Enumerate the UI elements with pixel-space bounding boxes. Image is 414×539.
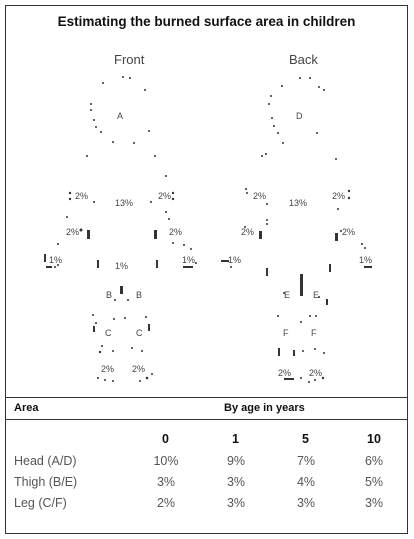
label-front-leg-left: C: [105, 328, 112, 338]
back-body-outline: [221, 77, 372, 383]
front-view-label: Front: [114, 52, 145, 67]
label-front-genital: 1%: [115, 261, 128, 271]
cell-head-1: 9%: [226, 454, 246, 468]
age-col-5: 5: [302, 432, 309, 446]
label-front-thigh-right: B: [136, 290, 142, 300]
cell-leg-10: 3%: [364, 496, 384, 510]
label-front-upper-arm-right: 2%: [158, 191, 171, 201]
cell-leg-0: 2%: [156, 496, 176, 510]
age-col-10: 10: [367, 432, 381, 446]
row-label-head: Head (A/D): [14, 454, 77, 468]
label-back-leg-right: F: [311, 328, 317, 338]
label-back-hand-right: 1%: [359, 255, 372, 265]
label-back-foot-left: 2%: [278, 368, 291, 378]
label-back-hand-left: 1%: [228, 255, 241, 265]
age-col-0: 0: [162, 432, 169, 446]
label-front-upper-arm-left: 2%: [75, 191, 88, 201]
back-view-label: Back: [289, 52, 318, 67]
label-front-head: A: [117, 111, 123, 121]
table-age-header: By age in years: [224, 402, 305, 414]
label-front-foot-right: 2%: [132, 364, 145, 374]
table-header-rule: [6, 419, 407, 420]
label-back-leg-left: F: [283, 328, 289, 338]
cell-head-0: 10%: [153, 454, 179, 468]
label-back-upper-arm-right: 2%: [332, 191, 345, 201]
table-area-header: Area: [14, 402, 39, 414]
label-front-forearm-right: 2%: [169, 227, 182, 237]
label-back-thigh-left: E: [284, 290, 290, 300]
cell-leg-5: 3%: [296, 496, 316, 510]
label-back-foot-right: 2%: [309, 368, 322, 378]
label-back-forearm-left: 2%: [241, 227, 254, 237]
label-front-trunk: 13%: [115, 198, 133, 208]
table-top-rule: [6, 397, 407, 398]
label-front-thigh-left: B: [106, 290, 112, 300]
cell-thigh-5: 4%: [296, 475, 316, 489]
label-back-head: D: [296, 111, 303, 121]
label-front-leg-right: C: [136, 328, 143, 338]
age-col-1: 1: [232, 432, 239, 446]
cell-thigh-0: 3%: [156, 475, 176, 489]
cell-head-5: 7%: [296, 454, 316, 468]
figure-frame: Estimating the burned surface area in ch…: [5, 5, 408, 534]
label-front-foot-left: 2%: [101, 364, 114, 374]
cell-leg-1: 3%: [226, 496, 246, 510]
label-front-forearm-left: 2%: [66, 227, 79, 237]
label-front-hand-left: 1%: [49, 255, 62, 265]
label-back-forearm-right: 2%: [342, 227, 355, 237]
row-label-leg: Leg (C/F): [14, 496, 67, 510]
label-back-thigh-right: E: [313, 290, 319, 300]
label-back-upper-arm-left: 2%: [253, 191, 266, 201]
label-front-hand-right: 1%: [182, 255, 195, 265]
row-label-thigh: Thigh (B/E): [14, 475, 78, 489]
label-back-trunk: 13%: [289, 198, 307, 208]
front-body-outline: [44, 76, 197, 382]
cell-head-10: 6%: [364, 454, 384, 468]
cell-thigh-10: 5%: [364, 475, 384, 489]
figure-title: Estimating the burned surface area in ch…: [57, 14, 356, 29]
body-diagrams: A D 2% 13% 2% 2% 2% 1% 1% 1% B B C C 2% …: [44, 76, 372, 383]
region-labels: A D 2% 13% 2% 2% 2% 1% 1% 1% B B C C 2% …: [49, 111, 372, 378]
cell-thigh-1: 3%: [226, 475, 246, 489]
